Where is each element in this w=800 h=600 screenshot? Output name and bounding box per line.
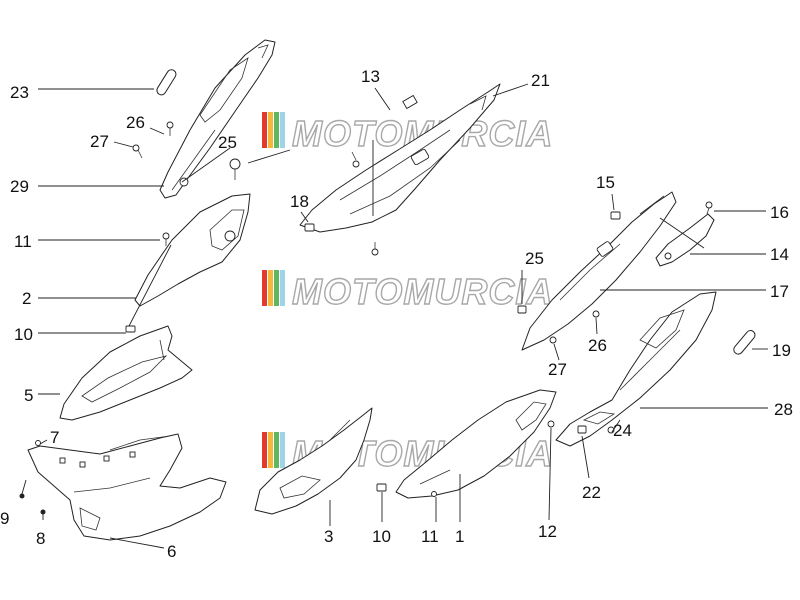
callout-23: 23 xyxy=(10,83,29,102)
callout-27-right: 27 xyxy=(548,360,567,379)
screw-12 xyxy=(547,420,555,428)
callout-16: 16 xyxy=(770,203,789,222)
screw-27-top xyxy=(132,144,143,159)
clip-10-center xyxy=(376,483,387,492)
callout-3: 3 xyxy=(324,527,333,546)
callout-19: 19 xyxy=(772,341,791,360)
watermark-middle: MOTOMURCIA xyxy=(262,270,553,313)
callout-21: 21 xyxy=(531,71,550,90)
clip-18 xyxy=(304,223,315,232)
screw-16 xyxy=(705,201,713,215)
callout-18: 18 xyxy=(290,192,309,211)
callout-17: 17 xyxy=(770,282,789,301)
screw-26-top xyxy=(166,121,174,136)
callout-25-top: 25 xyxy=(218,133,237,152)
callout-26-top: 26 xyxy=(126,113,145,132)
screw-11-center xyxy=(431,491,437,497)
part-17-side-panel xyxy=(521,191,677,351)
callout-11-left: 11 xyxy=(14,232,32,251)
screw-13 xyxy=(351,151,360,168)
nut-8 xyxy=(40,509,46,515)
clip-15 xyxy=(610,211,621,220)
part-14-bracket xyxy=(655,213,715,267)
callout-labels: 23 26 27 25 29 11 2 10 5 7 9 8 6 13 21 1… xyxy=(0,67,793,561)
clip-25-right xyxy=(517,305,527,314)
screw-26-right xyxy=(592,310,600,318)
screw-central-bottom xyxy=(371,242,379,256)
part-23-badge xyxy=(156,69,177,96)
callout-11-center: 11 xyxy=(421,527,439,546)
part-19-badge xyxy=(733,330,756,355)
callout-7: 7 xyxy=(50,428,59,447)
callout-22: 22 xyxy=(582,483,601,502)
part-6-floor-panel xyxy=(27,433,227,541)
screw-11-left xyxy=(162,232,170,246)
callout-26-right: 26 xyxy=(588,336,607,355)
callout-29: 29 xyxy=(10,177,29,196)
callout-28: 28 xyxy=(774,400,793,419)
clip-22 xyxy=(577,425,587,434)
nut-9 xyxy=(19,493,25,499)
callout-27-top: 27 xyxy=(90,132,109,151)
part-3-lower-panel xyxy=(254,407,373,515)
clip-10-left xyxy=(125,325,136,333)
callout-8: 8 xyxy=(36,529,45,548)
watermark-text: MOTOMURCIA xyxy=(292,271,553,312)
callout-5: 5 xyxy=(24,386,33,405)
callout-9: 9 xyxy=(0,509,9,528)
callout-2: 2 xyxy=(22,289,31,308)
part-5-lower-panel xyxy=(59,325,193,421)
callout-24: 24 xyxy=(613,421,632,440)
screw-25-top xyxy=(229,158,241,180)
leader-lines xyxy=(21,83,768,549)
part-21-central-tray xyxy=(299,83,501,233)
callout-15: 15 xyxy=(596,173,615,192)
part-28-lower-panel xyxy=(555,291,717,447)
part-1-side-panel xyxy=(395,389,557,499)
callout-25-right: 25 xyxy=(525,249,544,268)
callout-12: 12 xyxy=(538,522,557,541)
callout-10-center: 10 xyxy=(372,527,391,546)
callout-14: 14 xyxy=(770,245,789,264)
screw-27-right xyxy=(549,336,557,344)
callout-13: 13 xyxy=(361,67,380,86)
callout-6: 6 xyxy=(167,542,176,561)
part-2-side-panel xyxy=(134,193,251,307)
callout-10-left: 10 xyxy=(14,325,33,344)
callout-1: 1 xyxy=(455,527,464,546)
screw-7 xyxy=(35,440,41,446)
part-29-upper-panel xyxy=(159,39,276,199)
